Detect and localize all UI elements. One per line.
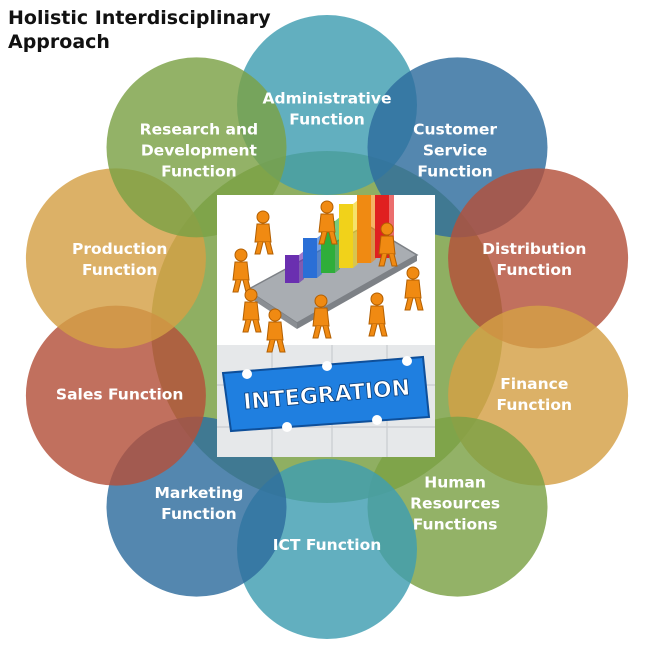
person-figure-9 (242, 288, 262, 333)
graphic-bar-side-3 (335, 217, 340, 273)
meeting-people (232, 200, 424, 353)
graphic-bar-side-4 (353, 200, 358, 268)
function-label-6: ICT Function (273, 536, 382, 554)
person-figure-8 (368, 292, 388, 337)
function-circle-10 (106, 57, 287, 238)
graphic-bar-5 (357, 195, 371, 263)
graphic-bar-4 (339, 204, 353, 268)
graphic-bar-2 (303, 238, 317, 278)
person-figure-2 (318, 200, 338, 245)
diagram-title: Holistic Interdisciplinary Approach (8, 7, 271, 53)
integration-puzzle-piece: INTEGRATION (221, 355, 431, 433)
person-figure-6 (266, 308, 286, 353)
function-circle-3 (448, 168, 629, 349)
integration-illustration: INTEGRATION (217, 195, 435, 457)
person-figure-4 (232, 248, 252, 293)
person-figure-5 (404, 266, 424, 311)
graphic-bar-side-2 (317, 234, 322, 278)
person-figure-1 (254, 210, 274, 255)
bar-chart-graphic (285, 195, 394, 283)
person-figure-7 (312, 294, 332, 339)
graphic-bar-side-5 (371, 195, 376, 263)
graphic-bar-side-1 (299, 251, 304, 283)
person-figure-3 (378, 222, 398, 267)
function-label-8: Sales Function (56, 385, 184, 403)
graphic-bar-1 (285, 255, 299, 283)
function-circle-8 (25, 305, 206, 486)
